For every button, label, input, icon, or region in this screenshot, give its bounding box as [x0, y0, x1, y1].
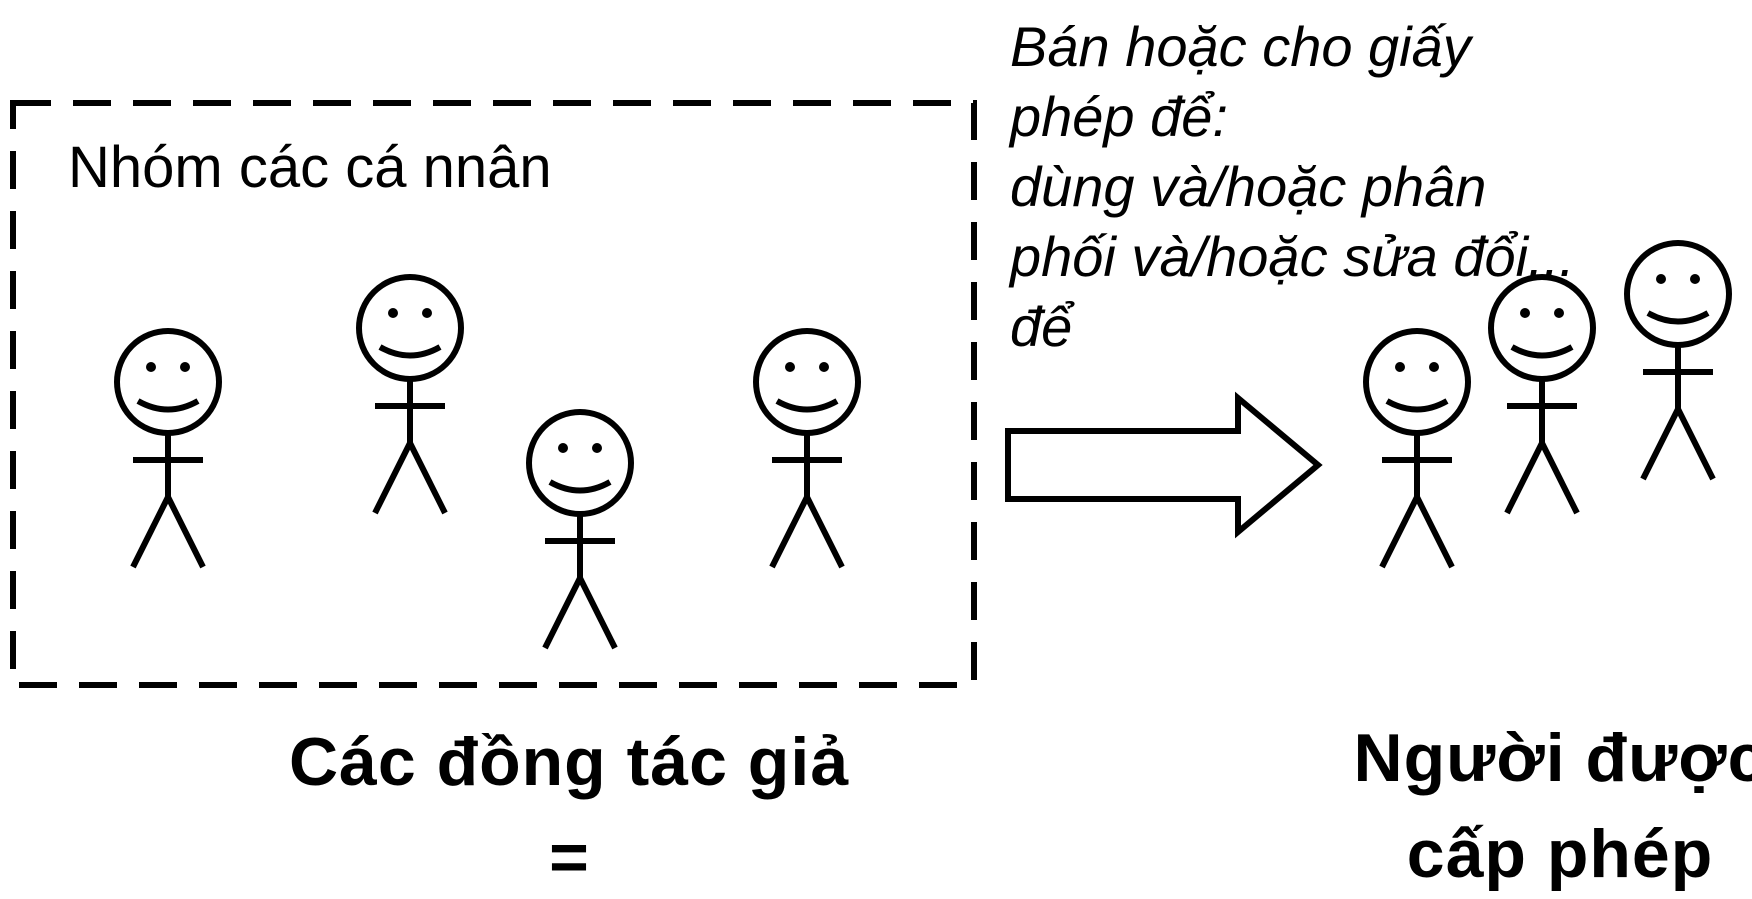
figure-leg	[1414, 495, 1455, 569]
group-figures	[114, 274, 861, 650]
figure-leg	[769, 495, 810, 569]
figure-eye	[1690, 274, 1700, 284]
figure-smile	[548, 479, 612, 494]
figure-smile	[1646, 310, 1710, 325]
figure-head	[114, 328, 222, 436]
action-description: Bán hoặc cho giấy phép để: dùng và/hoặc …	[1010, 15, 1575, 358]
group-label: Nhóm các cá nnân	[68, 135, 552, 200]
figure-head	[753, 328, 861, 436]
licensee-stick-figure-icon	[1363, 328, 1471, 569]
figure-smile	[1510, 344, 1574, 359]
figure-eye	[1656, 274, 1666, 284]
figure-eye	[592, 443, 602, 453]
figure-leg	[1539, 441, 1580, 515]
licensee-label-line1: Người được	[1353, 720, 1752, 796]
figure-leg	[577, 576, 618, 650]
figure-eye	[388, 308, 398, 318]
figure-eye	[180, 362, 190, 372]
figure-eye	[1395, 362, 1405, 372]
figure-head	[1624, 240, 1732, 348]
figure-leg	[1675, 407, 1716, 481]
figure-leg	[542, 576, 583, 650]
figure-leg	[407, 441, 448, 515]
licensee-label-line2: cấp phép	[1406, 816, 1714, 892]
figure-eye	[1429, 362, 1439, 372]
hollow-right-arrow-icon	[1005, 391, 1323, 539]
figure-smile	[775, 398, 839, 413]
figure-leg	[1504, 441, 1545, 515]
figure-head	[356, 274, 464, 382]
figure-leg	[1640, 407, 1681, 481]
licensee-stick-figure-icon	[1624, 240, 1732, 481]
figure-leg	[372, 441, 413, 515]
coauthors-label: Các đồng tác giả	[288, 724, 850, 800]
licensee-figures	[1363, 240, 1732, 569]
figure-eye	[558, 443, 568, 453]
figure-eye	[1554, 308, 1564, 318]
figure-smile	[378, 344, 442, 359]
group-stick-figure-icon	[526, 409, 634, 650]
group-boundary	[10, 100, 977, 688]
figure-smile	[1385, 398, 1449, 413]
figure-eye	[1520, 308, 1530, 318]
figure-eye	[146, 362, 156, 372]
licensee-stick-figure-icon	[1488, 274, 1596, 515]
group-stick-figure-icon	[114, 328, 222, 569]
figure-leg	[1379, 495, 1420, 569]
group-stick-figure-icon	[356, 274, 464, 515]
figure-head	[526, 409, 634, 517]
equals-sign: =	[549, 819, 589, 895]
group-stick-figure-icon	[753, 328, 861, 569]
figure-eye	[819, 362, 829, 372]
figure-eye	[422, 308, 432, 318]
figure-smile	[136, 398, 200, 413]
figure-leg	[165, 495, 206, 569]
figure-leg	[130, 495, 171, 569]
figure-leg	[804, 495, 845, 569]
figure-eye	[785, 362, 795, 372]
